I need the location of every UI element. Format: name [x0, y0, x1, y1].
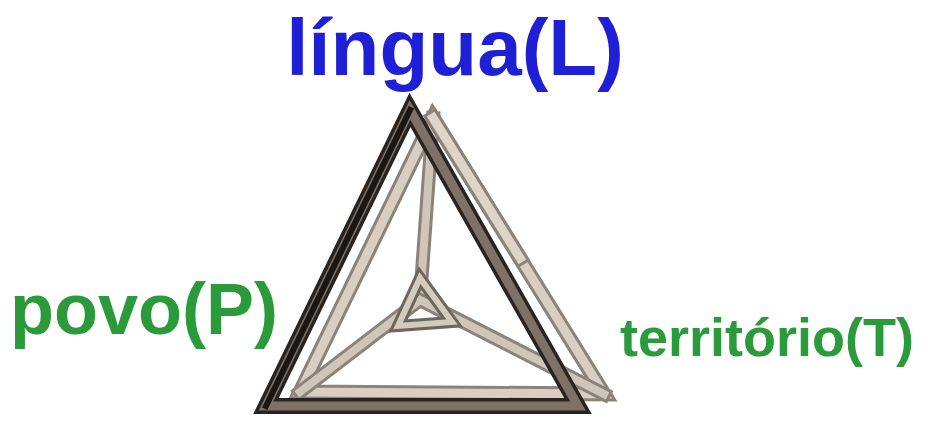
top-label: língua(L): [286, 2, 624, 94]
left-label: povo(P): [10, 268, 278, 351]
dark-triangle: [266, 110, 578, 406]
light-strut-front: [433, 118, 520, 258]
right-label: território(T): [620, 306, 914, 368]
